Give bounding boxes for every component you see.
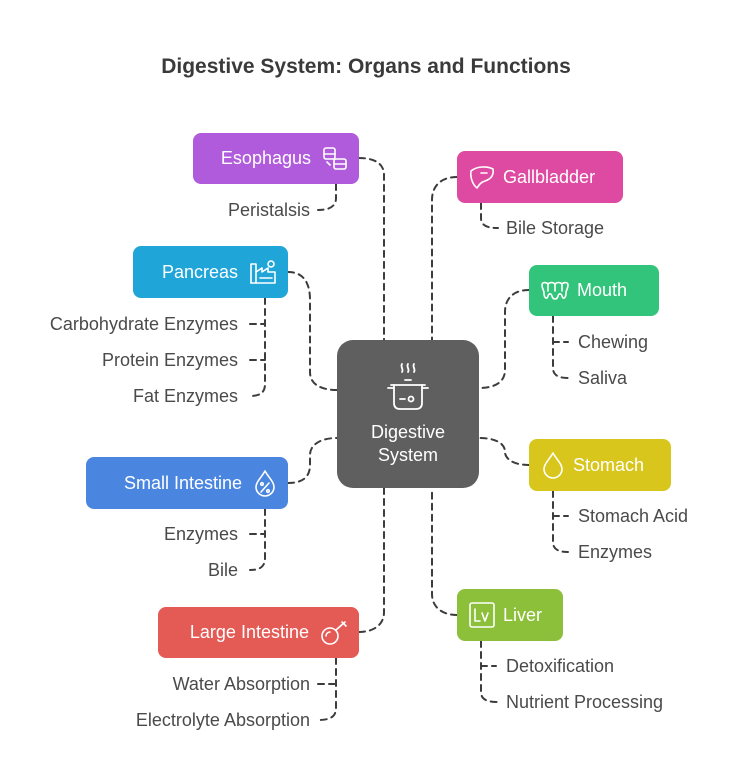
branch-large-intestine bbox=[317, 657, 337, 721]
organ-pancreas-label: Pancreas bbox=[161, 261, 238, 282]
function-peristalsis: Peristalsis bbox=[227, 200, 310, 220]
organ-gallbladder-label: Gallbladder bbox=[503, 166, 596, 187]
connector-small-intestine bbox=[287, 437, 338, 484]
organ-gallbladder[interactable]: Gallbladder bbox=[457, 151, 623, 203]
organ-small-intestine[interactable]: Small Intestine bbox=[86, 457, 288, 509]
connector-esophagus bbox=[358, 157, 385, 341]
function-fat-enzymes: Fat Enzymes bbox=[132, 386, 238, 406]
organ-mouth-label: Mouth bbox=[577, 280, 628, 300]
connector-gallbladder bbox=[431, 176, 458, 341]
center-label-line1: Digestive bbox=[370, 422, 446, 442]
function-si-enzymes: Enzymes bbox=[163, 524, 238, 544]
connector-pancreas bbox=[287, 271, 338, 391]
drop-percent-icon bbox=[252, 468, 278, 498]
function-detoxification: Detoxification bbox=[506, 656, 615, 676]
function-bile: Bile bbox=[207, 560, 238, 580]
function-water-absorption: Water Absorption bbox=[172, 674, 310, 694]
factory-icon bbox=[248, 258, 278, 286]
organ-large-intestine-label: Large Intestine bbox=[189, 622, 309, 642]
organ-stomach[interactable]: Stomach bbox=[529, 439, 671, 491]
branch-liver bbox=[480, 640, 499, 703]
center-label-line2: System bbox=[377, 445, 438, 465]
diagram-title: Digestive System: Organs and Functions bbox=[161, 55, 571, 78]
organ-esophagus-label: Esophagus bbox=[220, 148, 311, 168]
droplet-icon bbox=[539, 450, 567, 480]
function-protein-enzymes: Protein Enzymes bbox=[101, 350, 238, 370]
center-node: Digestive System bbox=[337, 340, 479, 488]
organ-large-intestine[interactable]: Large Intestine bbox=[158, 607, 359, 658]
connector-mouth bbox=[478, 289, 530, 389]
organ-pancreas[interactable]: Pancreas bbox=[133, 246, 288, 298]
function-stomach-acid: Stomach Acid bbox=[578, 506, 689, 526]
branch-small-intestine bbox=[249, 508, 266, 571]
lv-element-icon bbox=[467, 600, 497, 630]
organ-mouth[interactable]: Mouth bbox=[529, 265, 659, 316]
branch-mouth bbox=[552, 315, 569, 379]
bulb-syringe-icon bbox=[319, 619, 349, 647]
function-nutrient-processing: Nutrient Processing bbox=[506, 692, 664, 712]
organ-liver[interactable]: Liver bbox=[457, 589, 563, 641]
function-bile-storage: Bile Storage bbox=[506, 218, 605, 238]
function-saliva: Saliva bbox=[578, 368, 628, 388]
branch-gallbladder bbox=[480, 202, 499, 229]
function-electrolyte-absorption: Electrolyte Absorption bbox=[135, 710, 310, 730]
function-carbohydrate-enzymes: Carbohydrate Enzymes bbox=[49, 314, 238, 334]
connector-stomach bbox=[478, 437, 530, 466]
organ-liver-label: Liver bbox=[503, 604, 543, 625]
transport-icon bbox=[321, 145, 349, 173]
organ-esophagus[interactable]: Esophagus bbox=[193, 133, 359, 184]
branch-pancreas bbox=[249, 297, 266, 397]
connector-liver bbox=[431, 487, 458, 616]
organ-icon bbox=[467, 163, 497, 191]
cooking-pot-icon bbox=[387, 363, 429, 410]
branch-stomach bbox=[552, 490, 569, 553]
teeth-icon bbox=[539, 279, 571, 303]
branch-peristalsis bbox=[317, 183, 337, 211]
organ-small-intestine-label: Small Intestine bbox=[123, 472, 242, 493]
function-stomach-enzymes: Enzymes bbox=[578, 542, 653, 562]
connector-large-intestine bbox=[358, 487, 385, 633]
organ-stomach-label: Stomach bbox=[573, 454, 645, 475]
function-chewing: Chewing bbox=[578, 332, 649, 352]
